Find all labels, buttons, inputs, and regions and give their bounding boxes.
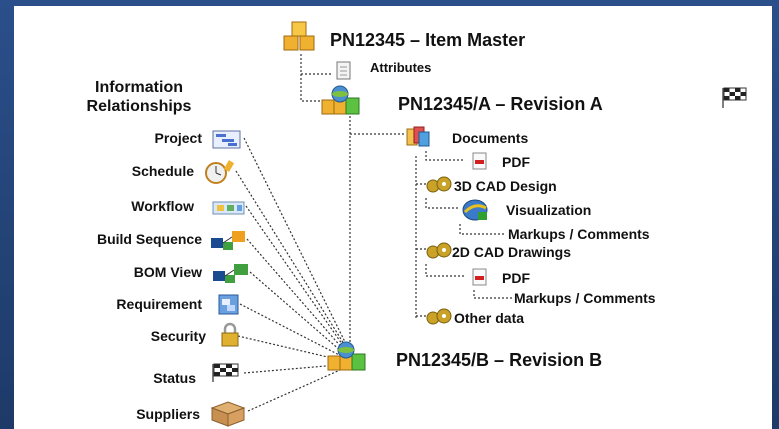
revision-b-icon <box>327 341 366 371</box>
rel-security: Security <box>150 328 206 344</box>
connector-lines <box>235 54 512 412</box>
flow-icon <box>212 201 245 215</box>
requirement-icon <box>218 294 239 315</box>
markups-comments-label-1: Markups / Comments <box>508 226 650 242</box>
pdf-icon <box>472 152 487 170</box>
pdf-label-1: PDF <box>502 154 530 170</box>
cad-2d-label: 2D CAD Drawings <box>452 244 572 260</box>
3d-globe-icon <box>462 199 488 221</box>
rel-project: Project <box>154 130 202 146</box>
stacked-cubes-icon <box>283 21 315 51</box>
gear-cluster-icon <box>426 308 452 325</box>
sequence-blocks-icon <box>211 231 245 250</box>
rel-build-sequence: Build Sequence <box>96 231 202 247</box>
rel-suppliers: Suppliers <box>136 406 200 422</box>
colored-documents-icon <box>406 126 430 147</box>
visualization-label: Visualization <box>506 202 592 218</box>
bom-blocks-icon <box>213 264 248 283</box>
item-master-title: PN12345 – Item Master <box>330 30 526 50</box>
checkered-flag-icon <box>722 87 747 108</box>
gear-cluster-icon <box>426 176 452 193</box>
gear-cluster-icon <box>426 242 452 259</box>
stopwatch-icon <box>205 160 234 184</box>
rel-schedule: Schedule <box>131 163 194 179</box>
rel-bom-view: BOM View <box>133 264 202 280</box>
cad-3d-label: 3D CAD Design <box>454 178 557 194</box>
document-icon <box>336 61 351 80</box>
padlock-icon <box>221 322 239 347</box>
relationships-heading: Information Relationships <box>54 78 224 116</box>
heading-line2: Relationships <box>86 98 192 115</box>
markups-comments-label-2: Markups / Comments <box>514 290 656 306</box>
rel-workflow: Workflow <box>131 198 194 214</box>
diagram-canvas: PN12345 – Item Master Attributes PN12345… <box>14 6 772 429</box>
cardboard-box-icon <box>210 401 246 427</box>
heading-line1: Information <box>95 79 183 96</box>
rel-requirement: Requirement <box>116 296 202 312</box>
revision-b-title: PN12345/B – Revision B <box>396 350 603 370</box>
revision-a-icon <box>321 85 360 115</box>
attributes-label: Attributes <box>370 60 432 75</box>
gantt-icon <box>212 130 241 149</box>
revision-a-title: PN12345/A – Revision A <box>398 94 603 114</box>
other-data-label: Other data <box>454 310 525 326</box>
pdf-label-2: PDF <box>502 270 530 286</box>
documents-label: Documents <box>452 130 529 146</box>
checkered-flag-icon <box>212 363 239 382</box>
rel-status: Status <box>153 370 196 386</box>
pdf-icon <box>472 268 487 286</box>
